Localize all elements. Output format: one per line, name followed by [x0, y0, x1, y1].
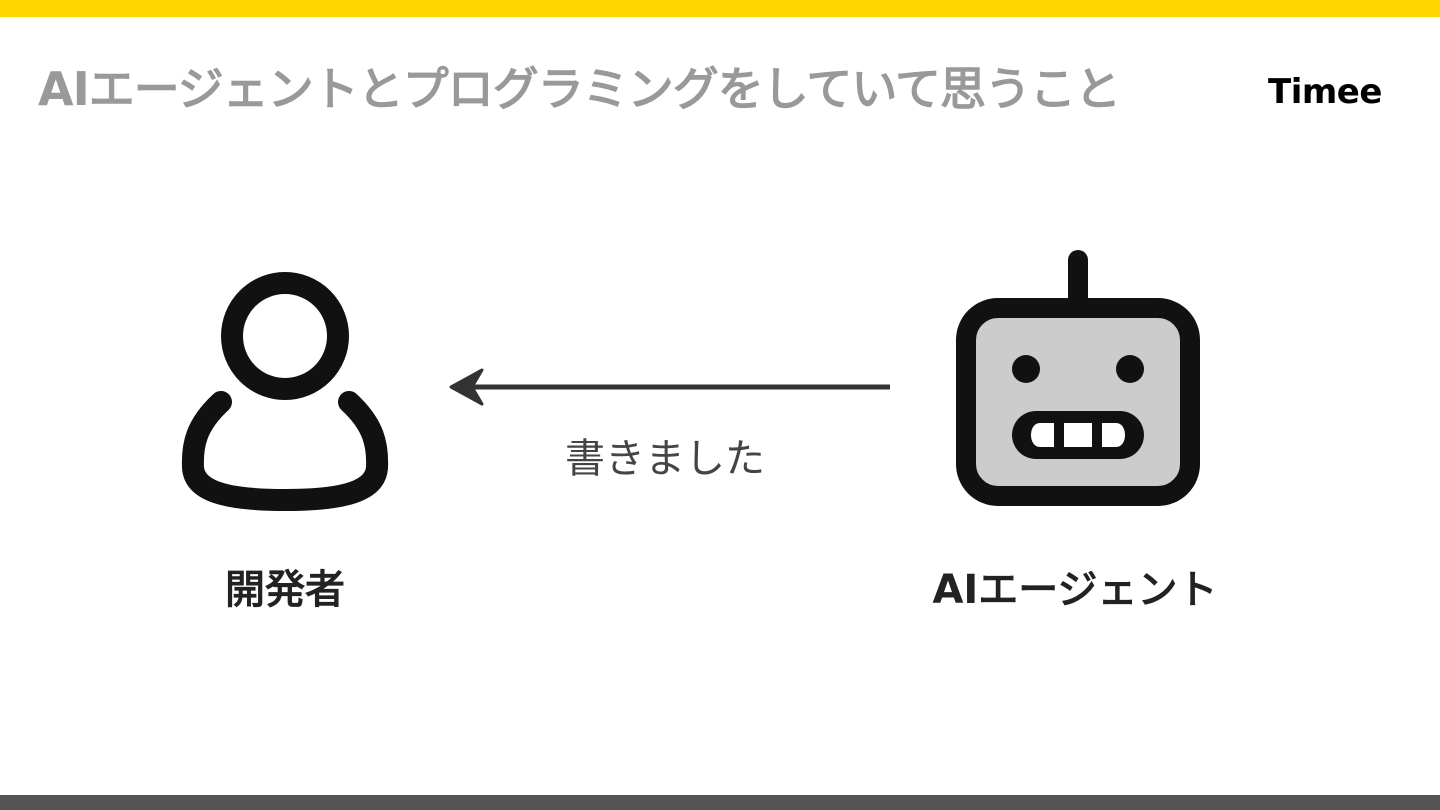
robot-tooth-right: [1102, 423, 1125, 447]
person-icon: [181, 272, 389, 511]
robot-eye-left: [1012, 355, 1040, 383]
robot-eye-right: [1116, 355, 1144, 383]
slide-title: AIエージェントとプログラミングをしていて思うこと: [38, 62, 1121, 116]
robot-tooth-middle: [1064, 423, 1092, 447]
robot-tooth-left: [1031, 423, 1054, 447]
top-accent-bar: [0, 0, 1440, 17]
agent-label: AIエージェント: [932, 567, 1218, 613]
person-head: [221, 272, 349, 400]
edge-label: 書きました: [565, 436, 765, 482]
robot-icon: [956, 250, 1200, 506]
developer-label: 開発者: [225, 567, 345, 613]
timee-logo: Timee: [1268, 72, 1382, 112]
person-body: [181, 391, 389, 511]
arrowhead-icon: [449, 368, 484, 406]
bottom-footer-bar: [0, 795, 1440, 810]
edge-arrow: [449, 368, 890, 406]
robot-head: [956, 298, 1200, 506]
